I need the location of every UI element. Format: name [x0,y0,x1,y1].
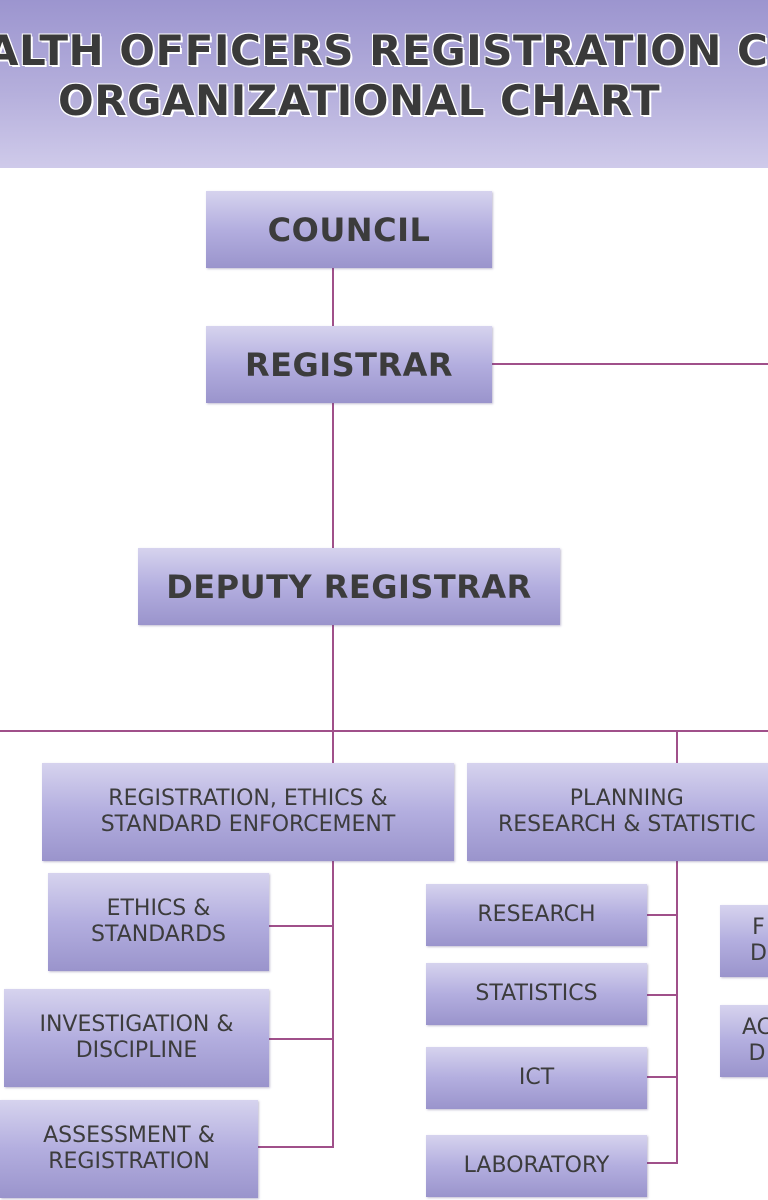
registration-ethics-label: REGISTRATION, ETHICS & STANDARD ENFORCEM… [100,786,396,837]
statistics-label: STATISTICS [475,981,598,1006]
laboratory-box: LABORATORY [426,1135,647,1197]
assessment-registration-label: ASSESSMENT & REGISTRATION [43,1123,215,1174]
connector-assessment [258,1146,334,1148]
deputy-registrar-label: DEPUTY REGISTRAR [166,567,532,606]
chart-header: ALTH OFFICERS REGISTRATION CO ORGANIZATI… [0,0,768,168]
ict-box: ICT [426,1047,647,1109]
partial-unit-label-1: F D [750,915,767,966]
council-box: COUNCIL [206,191,492,268]
registration-ethics-box: REGISTRATION, ETHICS & STANDARD ENFORCEM… [42,763,454,861]
connector-laboratory [647,1162,678,1164]
registrar-label: REGISTRAR [244,345,454,384]
partial-unit-label-2: AC D [742,1015,768,1066]
connector-horizontal-bus [0,730,768,732]
chart-title-line-2: ORGANIZATIONAL CHART [58,76,661,125]
council-label: COUNCIL [267,210,431,249]
investigation-discipline-label: INVESTIGATION & DISCIPLINE [39,1012,234,1063]
statistics-box: STATISTICS [426,963,647,1025]
planning-label: PLANNING RESEARCH & STATISTIC [498,786,756,837]
connector-investigation [268,1038,334,1040]
assessment-registration-box: ASSESSMENT & REGISTRATION [0,1100,258,1198]
registrar-box: REGISTRAR [206,326,492,403]
deputy-registrar-box: DEPUTY REGISTRAR [138,548,560,625]
ict-label: ICT [518,1065,555,1090]
ethics-standards-label: ETHICS & STANDARDS [91,896,226,947]
partial-unit-box-1: F D [720,905,768,977]
connector-research [647,914,678,916]
connector-planning-branch [676,861,678,1163]
connector-bus-registration [332,731,334,763]
laboratory-label: LABORATORY [463,1153,610,1178]
connector-ict [647,1076,678,1078]
investigation-discipline-box: INVESTIGATION & DISCIPLINE [4,989,269,1087]
connector-registration-branch [332,861,334,1148]
research-label: RESEARCH [477,902,596,927]
connector-registrar-deputy [332,403,334,548]
connector-council-registrar [332,268,334,326]
chart-title-line-1: ALTH OFFICERS REGISTRATION CO [0,26,768,75]
connector-registrar-right [492,363,768,365]
connector-deputy-bus [332,625,334,731]
planning-box: PLANNING RESEARCH & STATISTIC [467,763,768,861]
ethics-standards-box: ETHICS & STANDARDS [48,873,269,971]
partial-unit-box-2: AC D [720,1005,768,1077]
connector-ethics [268,925,334,927]
connector-bus-planning [676,731,678,763]
research-box: RESEARCH [426,884,647,946]
connector-statistics [647,994,678,996]
